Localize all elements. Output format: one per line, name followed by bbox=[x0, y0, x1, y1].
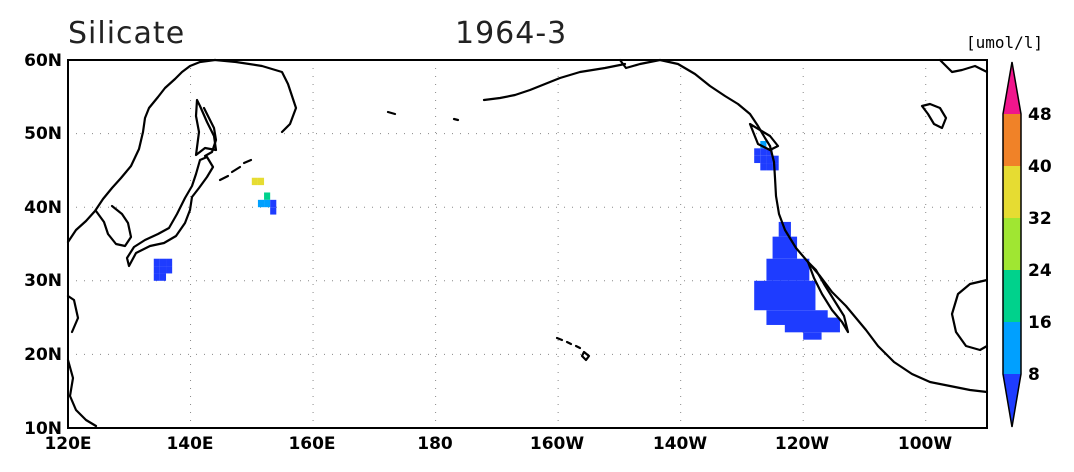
colorbar-label: 48 bbox=[1028, 105, 1052, 125]
lon-tick-label: 140E bbox=[166, 434, 213, 454]
silicate-cell bbox=[760, 163, 767, 171]
coastlines bbox=[66, 58, 989, 428]
lon-tick-label: 140W bbox=[653, 434, 707, 454]
silicate-cell bbox=[760, 148, 767, 156]
silicate-cell bbox=[153, 273, 160, 281]
lon-tick-label: 100W bbox=[898, 434, 952, 454]
coastline-gulf bbox=[950, 278, 989, 352]
coastline-hudson bbox=[920, 58, 989, 130]
lon-tick-label: 120E bbox=[44, 434, 91, 454]
colorbar-bin-32-40 bbox=[1003, 166, 1021, 218]
colorbar-bin-above-48 bbox=[1003, 62, 1021, 114]
colorbar-bin-16-24 bbox=[1003, 270, 1021, 322]
lat-tick-label: 40N bbox=[24, 198, 62, 218]
coastline-aleutians bbox=[386, 62, 627, 122]
lat-tick-label: 30N bbox=[24, 271, 62, 291]
silicate-cell bbox=[766, 148, 773, 156]
coastline-korea bbox=[94, 204, 133, 248]
silicate-cell bbox=[159, 266, 167, 274]
silicate-cell bbox=[264, 192, 271, 200]
map-title-variable: Silicate bbox=[68, 16, 185, 51]
lon-tick-label: 160E bbox=[288, 434, 335, 454]
silicate-cell bbox=[754, 280, 816, 311]
coastline-kuril bbox=[218, 158, 253, 182]
coastline-kamchatka bbox=[213, 58, 298, 134]
coastline-hokkaido bbox=[194, 98, 218, 157]
silicate-cell bbox=[159, 273, 167, 281]
silicate-cell bbox=[772, 155, 779, 164]
map-plot-area bbox=[66, 58, 989, 429]
gridlines bbox=[68, 60, 987, 428]
silicate-cell bbox=[159, 258, 167, 267]
coastline-sakhalin bbox=[202, 106, 218, 158]
colorbar-bin-8-16 bbox=[1003, 322, 1021, 374]
silicate-cell bbox=[760, 140, 767, 149]
silicate-cell bbox=[766, 155, 773, 164]
colorbar-bin-40-48 bbox=[1003, 114, 1021, 166]
colorbar-units-label: [umol/l] bbox=[966, 33, 1043, 52]
lon-tick-label: 160W bbox=[530, 434, 584, 454]
latitude-axis: 60N 50N 40N 30N 20N 10N bbox=[24, 51, 62, 439]
colorbar-label: 24 bbox=[1028, 261, 1052, 281]
silicate-cell bbox=[754, 155, 761, 164]
silicate-cell bbox=[264, 199, 271, 208]
colorbar-label: 40 bbox=[1028, 157, 1052, 177]
silicate-cell bbox=[270, 199, 277, 208]
coastline-vancouver bbox=[748, 122, 780, 152]
lat-tick-label: 50N bbox=[24, 124, 62, 144]
lon-tick-label: 180 bbox=[417, 434, 453, 454]
colorbar-bin-below-8 bbox=[1003, 374, 1021, 427]
coastline-japan bbox=[125, 155, 215, 268]
silicate-cell bbox=[270, 207, 277, 215]
lon-tick-label: 120W bbox=[775, 434, 829, 454]
lat-tick-label: 20N bbox=[24, 345, 62, 365]
lat-tick-label: 60N bbox=[24, 51, 62, 71]
lat-tick-label: 10N bbox=[24, 419, 62, 439]
silicate-cell bbox=[257, 199, 265, 208]
silicate-cell bbox=[772, 236, 798, 259]
silicate-cell bbox=[153, 258, 160, 267]
silicate-cell bbox=[166, 258, 173, 267]
silicate-cell bbox=[803, 332, 822, 340]
coastline-hawaii bbox=[555, 336, 591, 362]
silicate-cell bbox=[166, 266, 173, 274]
silicate-cell bbox=[772, 163, 779, 171]
silicate-cell bbox=[766, 258, 810, 281]
silicate-cell bbox=[153, 266, 160, 274]
colorbar: 8 16 24 32 40 48 bbox=[1002, 61, 1052, 428]
ocean-background bbox=[68, 60, 987, 428]
map-title-date: 1964-3 bbox=[455, 16, 567, 51]
colorbar-bin-24-32 bbox=[1003, 218, 1021, 270]
silicate-cell bbox=[784, 317, 840, 333]
colorbar-label: 8 bbox=[1028, 365, 1040, 385]
longitude-axis: 120E 140E 160E 180 160W 140W 120W 100W bbox=[44, 434, 952, 454]
colorbar-label: 16 bbox=[1028, 313, 1052, 333]
map-frame bbox=[67, 59, 988, 429]
silicate-cell bbox=[754, 148, 761, 156]
silicate-cell bbox=[766, 163, 773, 171]
silicate-cell bbox=[257, 177, 265, 186]
colorbar-label: 32 bbox=[1028, 209, 1052, 229]
colorbar-outline bbox=[1002, 61, 1022, 428]
coastline-baja bbox=[806, 260, 850, 334]
coastline-north-america-west bbox=[768, 144, 989, 394]
silicate-cell bbox=[251, 177, 258, 186]
silicate-cell bbox=[760, 155, 767, 164]
